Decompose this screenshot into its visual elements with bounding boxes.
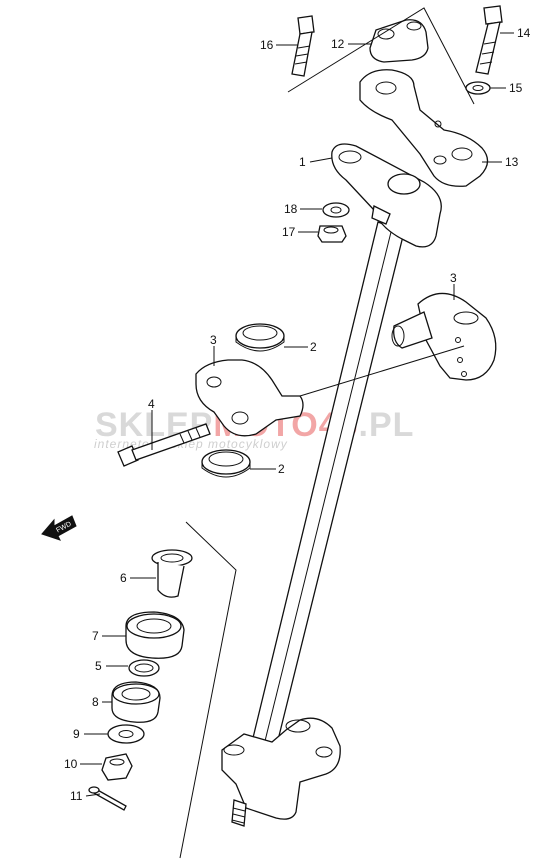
shaft-holder-3-left [195, 359, 304, 437]
callout-5: 5 [95, 659, 102, 673]
holder-alignment-line [299, 345, 465, 397]
handlebar-bracket-13 [359, 69, 489, 187]
callout-16: 16 [260, 38, 274, 52]
callout-6: 6 [120, 571, 127, 585]
callout-1: 1 [299, 155, 306, 169]
nut-10 [101, 753, 133, 781]
callout-10: 10 [64, 757, 78, 771]
steering-shaft [221, 143, 442, 827]
callout-18: 18 [284, 202, 298, 216]
callout-3-right: 3 [450, 271, 457, 285]
bolt-16 [291, 15, 315, 77]
callout-2-upper: 2 [310, 340, 317, 354]
callout-8: 8 [92, 695, 99, 709]
callout-11: 11 [70, 789, 83, 803]
assembly-guides [179, 7, 475, 859]
callout-13: 13 [505, 155, 519, 169]
callout-14: 14 [517, 26, 531, 40]
nut-17 [317, 225, 347, 243]
washer-5 [128, 659, 160, 677]
callout-15: 15 [509, 81, 523, 95]
seal-2-lower [201, 449, 251, 478]
callout-3-left: 3 [210, 333, 217, 347]
cotter-pin-11 [88, 786, 127, 811]
washer-9 [107, 724, 145, 744]
shaft-holder-3-right [391, 292, 497, 381]
callout-17: 17 [282, 225, 296, 239]
bearing-7 [125, 611, 185, 659]
callout-numbers: 1 2 2 3 3 4 5 6 7 8 9 10 11 12 13 14 15 … [64, 26, 531, 803]
callout-2-lower: 2 [278, 462, 285, 476]
washer-18 [322, 202, 350, 218]
leader-lines [80, 32, 514, 797]
bolt-14 [475, 5, 503, 75]
callout-4: 4 [148, 397, 155, 411]
upper-holder-12 [369, 19, 429, 63]
washer-15 [465, 81, 491, 95]
callout-9: 9 [73, 727, 80, 741]
bolt-4 [117, 423, 211, 467]
fwd-arrow-icon: FWD [41, 515, 77, 541]
seal-2-upper [235, 323, 285, 352]
bearing-8 [111, 681, 161, 723]
bushing-6 [151, 549, 193, 598]
callout-7: 7 [92, 629, 99, 643]
callout-12: 12 [331, 37, 345, 51]
